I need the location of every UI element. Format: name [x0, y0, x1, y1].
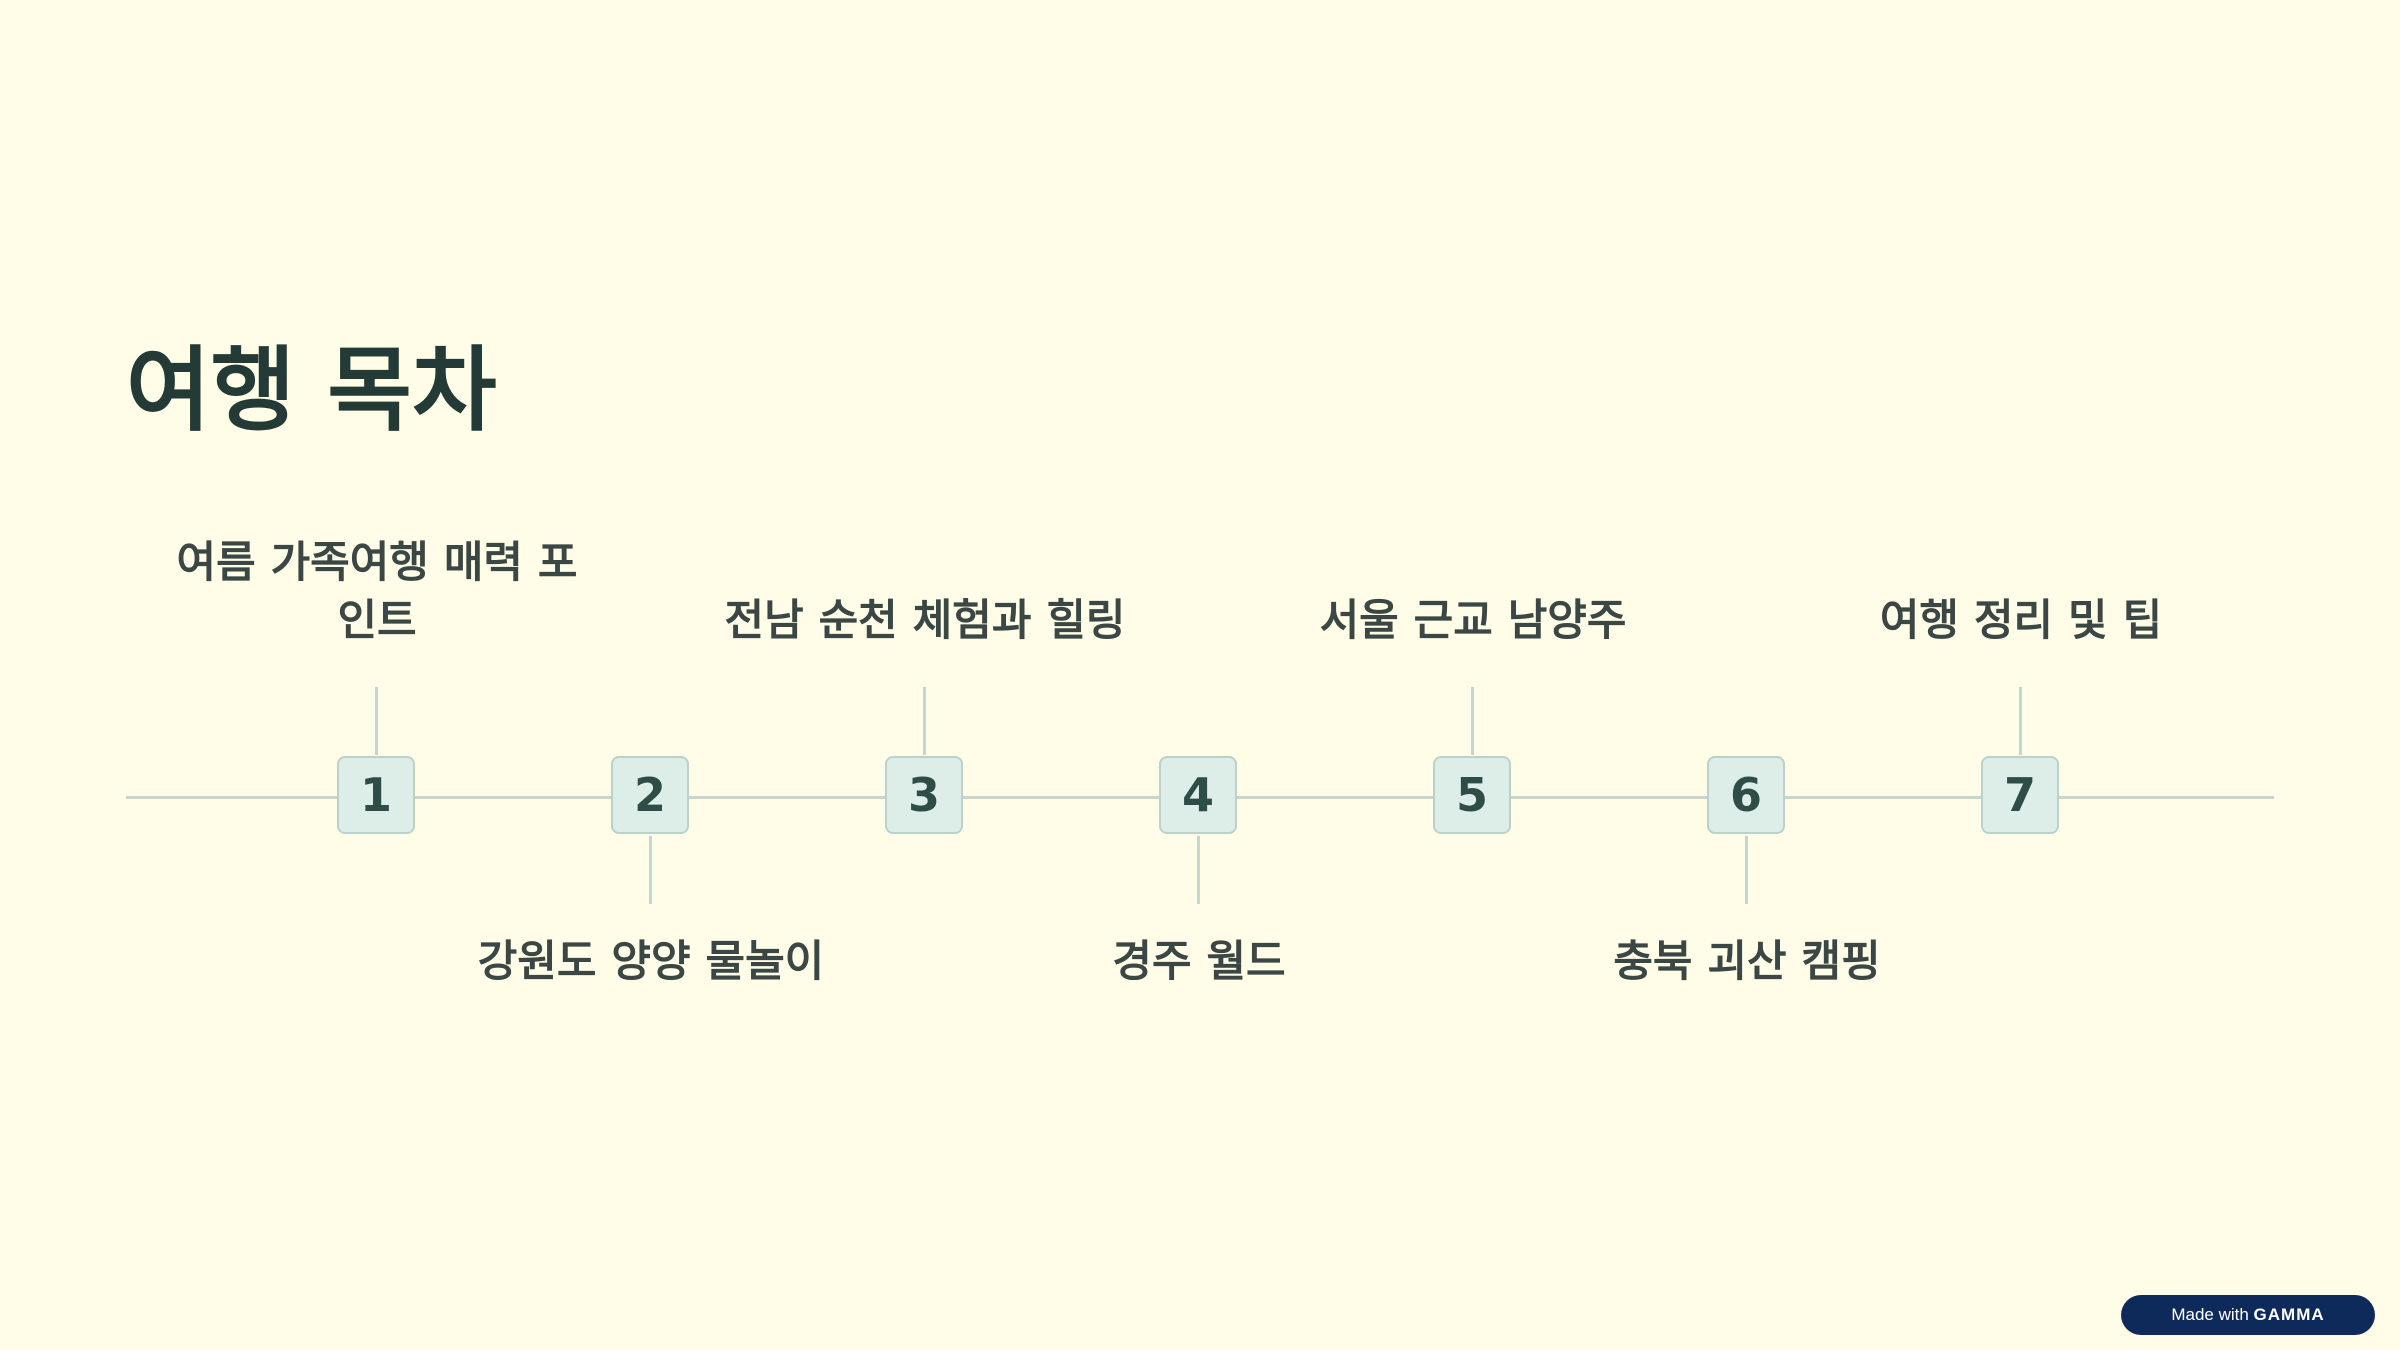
timeline-axis: [126, 796, 2274, 799]
timeline-item-7: 여행 정리 및 팁 7: [1741, 0, 2301, 1350]
timeline-item-1: 여름 가족여행 매력 포인트 1: [97, 0, 657, 1350]
timeline-item-4: 4 경주 월드: [919, 0, 1479, 1350]
timeline-item-label: 서울 근교 남양주: [1319, 596, 1627, 646]
gamma-logo: GAMMA: [2253, 1305, 2325, 1324]
timeline-item-5: 서울 근교 남양주 5: [1193, 0, 1753, 1350]
timeline-item-3: 전남 순천 체험과 힐링 3: [645, 0, 1205, 1350]
timeline-item-2: 2 강원도 양양 물놀이: [371, 0, 931, 1350]
timeline-number-badge: 4: [1159, 756, 1237, 834]
timeline-item-label: 경주 월드: [1112, 937, 1286, 987]
timeline-number-badge: 5: [1433, 756, 1511, 834]
timeline-connector: [2019, 687, 2022, 755]
slide-title: 여행 목차: [126, 337, 497, 444]
timeline-connector: [375, 687, 378, 755]
badge-prefix: Made with: [2171, 1305, 2249, 1324]
timeline-item-label: 충북 괴산 캠핑: [1613, 937, 1881, 987]
timeline-connector: [1197, 836, 1200, 904]
timeline-number-badge: 3: [885, 756, 963, 834]
timeline-connector: [1471, 687, 1474, 755]
timeline-connector: [923, 687, 926, 755]
timeline-item-label: 여름 가족여행 매력 포인트: [176, 538, 578, 646]
timeline-number-badge: 1: [337, 756, 415, 834]
timeline-item-label: 강원도 양양 물놀이: [477, 937, 825, 987]
timeline-number-badge: 2: [611, 756, 689, 834]
made-with-gamma-badge[interactable]: Made with GAMMA: [2121, 1295, 2375, 1335]
timeline-connector: [649, 836, 652, 904]
timeline-connector: [1745, 836, 1748, 904]
timeline-item-6: 6 충북 괴산 캠핑: [1467, 0, 2027, 1350]
timeline-number-badge: 6: [1707, 756, 1785, 834]
timeline-number-badge: 7: [1981, 756, 2059, 834]
timeline-item-label: 전남 순천 체험과 힐링: [724, 596, 1126, 646]
timeline-item-label: 여행 정리 및 팁: [1879, 596, 2163, 646]
